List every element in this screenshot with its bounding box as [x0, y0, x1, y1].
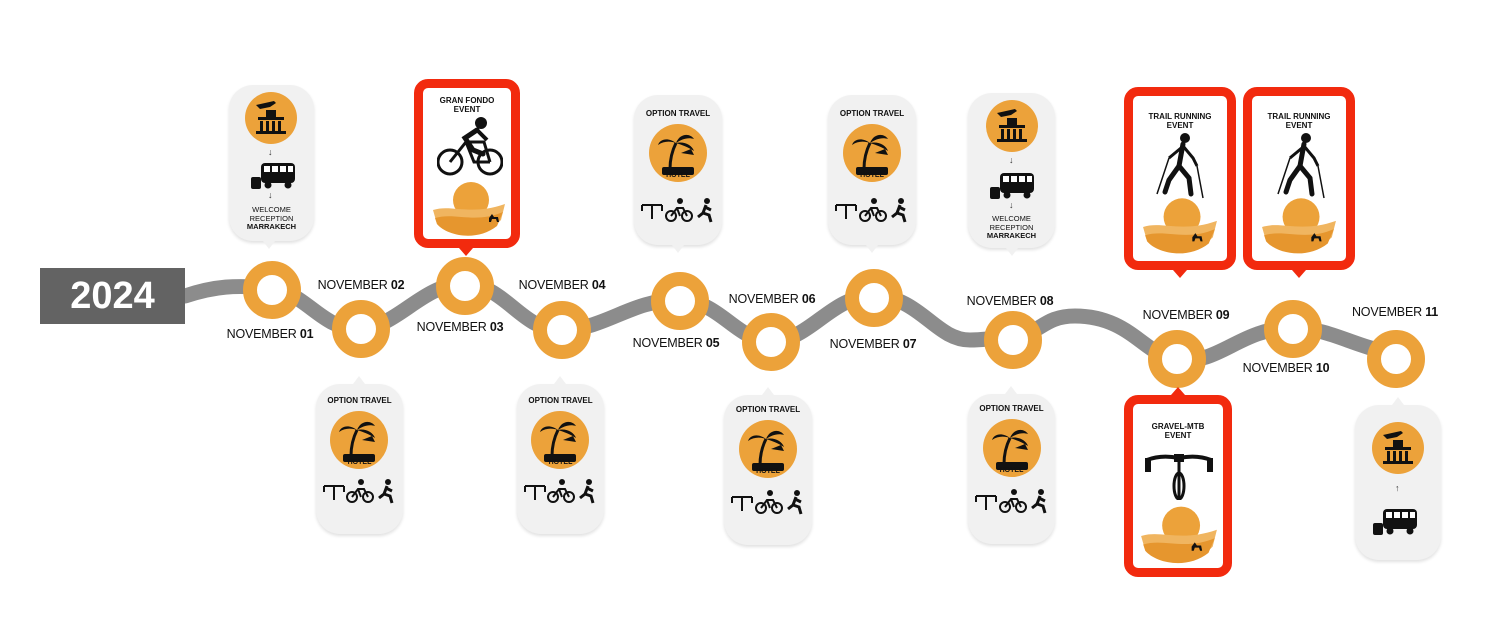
hotel-badge: HOTEL — [666, 172, 690, 179]
palm-hotel-icon — [531, 411, 589, 469]
arrow-up-icon: ↑ — [1395, 483, 1400, 493]
cyclist-icon — [755, 490, 783, 514]
year-label: 2024 — [40, 268, 185, 324]
desert-sunset-icon — [1143, 198, 1217, 254]
card-title: OPTION TRAVEL — [327, 396, 392, 405]
palm-hotel-icon — [330, 411, 388, 469]
date-label-nov10: NOVEMBER 10 — [1242, 361, 1330, 375]
bus-icon — [251, 163, 295, 189]
arrow-down-icon: ↓ — [268, 190, 273, 200]
date-label-nov11: NOVEMBER 11 — [1351, 305, 1439, 319]
timeline-node-nov05[interactable] — [651, 272, 709, 330]
timeline-node-nov03[interactable] — [436, 257, 494, 315]
card-nov06-option-travel[interactable]: OPTION TRAVEL HOTEL — [724, 395, 812, 545]
card-title: OPTION TRAVEL — [735, 405, 801, 414]
mtb-handlebar-icon — [1145, 454, 1213, 500]
handlebar-icon — [524, 485, 546, 500]
trail-runner-icon — [1277, 133, 1325, 199]
hotel-badge: HOTEL — [860, 172, 884, 179]
date-label-nov03: NOVEMBER 03 — [416, 320, 504, 334]
date-label-nov04: NOVEMBER 04 — [518, 278, 606, 292]
cyclist-icon — [547, 479, 575, 503]
card-nov07-option-travel[interactable]: OPTION TRAVEL HOTEL — [828, 95, 916, 245]
cyclist-icon — [665, 198, 693, 222]
bus-icon — [990, 173, 1034, 199]
runner-icon — [1031, 489, 1047, 514]
desert-sunset-icon — [433, 182, 505, 236]
timeline-node-nov06[interactable] — [742, 313, 800, 371]
runner-icon — [579, 479, 595, 504]
card-title: OPTION TRAVEL — [979, 404, 1044, 413]
arrow-down-icon: ↓ — [1009, 200, 1014, 210]
hotel-badge: HOTEL — [756, 468, 780, 475]
date-label-nov08: NOVEMBER 08 — [966, 294, 1054, 308]
bus-icon — [1373, 509, 1417, 535]
hotel-badge: HOTEL — [347, 459, 372, 466]
timeline-node-nov09[interactable] — [1148, 330, 1206, 388]
handlebar-icon — [641, 204, 663, 219]
timeline-node-nov07[interactable] — [845, 269, 903, 327]
timeline-node-nov08[interactable] — [984, 311, 1042, 369]
cyclist-icon — [999, 489, 1027, 513]
handlebar-icon — [323, 485, 345, 500]
plane-tower-icon — [245, 92, 297, 144]
date-label-nov01: NOVEMBER 01 — [226, 327, 314, 341]
runner-icon — [697, 198, 713, 223]
card-nov05-option-travel[interactable]: OPTION TRAVEL HOTEL — [634, 95, 722, 245]
card-nov02-option-travel[interactable]: OPTION TRAVEL HOTEL — [316, 384, 403, 534]
date-label-nov06: NOVEMBER 06 — [728, 292, 816, 306]
card-title: OPTION TRAVEL — [645, 109, 711, 118]
date-label-nov05: NOVEMBER 05 — [632, 336, 720, 350]
card-title: OPTION TRAVEL — [839, 109, 905, 118]
cyclist-icon — [859, 198, 887, 222]
card-nov08-option-travel[interactable]: OPTION TRAVEL HOTEL — [968, 394, 1055, 544]
palm-hotel-icon — [649, 124, 707, 182]
desert-sunset-icon — [1141, 506, 1217, 564]
cyclist-icon — [346, 479, 374, 503]
hotel-badge: HOTEL — [999, 467, 1024, 474]
trail-runner-icon — [1156, 133, 1204, 199]
timeline-node-nov02[interactable] — [332, 300, 390, 358]
runner-icon — [787, 490, 803, 515]
card-nov11-departure[interactable]: ↑ — [1355, 405, 1441, 560]
hotel-badge: HOTEL — [548, 459, 573, 466]
arrow-down-icon: ↓ — [1009, 155, 1014, 165]
runner-icon — [891, 198, 907, 223]
palm-hotel-icon — [739, 420, 797, 478]
handlebar-icon — [975, 495, 997, 510]
road-cyclist-icon — [437, 117, 503, 176]
date-label-nov07: NOVEMBER 07 — [829, 337, 917, 351]
handlebar-icon — [731, 496, 753, 511]
card-nov04-option-travel[interactable]: OPTION TRAVEL HOTEL — [517, 384, 604, 534]
timeline-node-nov11[interactable] — [1367, 330, 1425, 388]
date-label-nov09: NOVEMBER 09 — [1142, 308, 1230, 322]
desert-sunset-icon — [1262, 198, 1336, 254]
handlebar-icon — [835, 204, 857, 219]
timeline-node-nov10[interactable] — [1264, 300, 1322, 358]
timeline-node-nov01[interactable] — [243, 261, 301, 319]
plane-tower-icon — [1372, 422, 1424, 474]
plane-tower-icon — [986, 100, 1038, 152]
arrow-down-icon: ↓ — [268, 147, 273, 157]
palm-hotel-icon — [843, 124, 901, 182]
timeline-node-nov04[interactable] — [533, 301, 591, 359]
date-label-nov02: NOVEMBER 02 — [317, 278, 405, 292]
runner-icon — [378, 479, 394, 504]
palm-hotel-icon — [983, 419, 1041, 477]
card-title: OPTION TRAVEL — [528, 396, 593, 405]
